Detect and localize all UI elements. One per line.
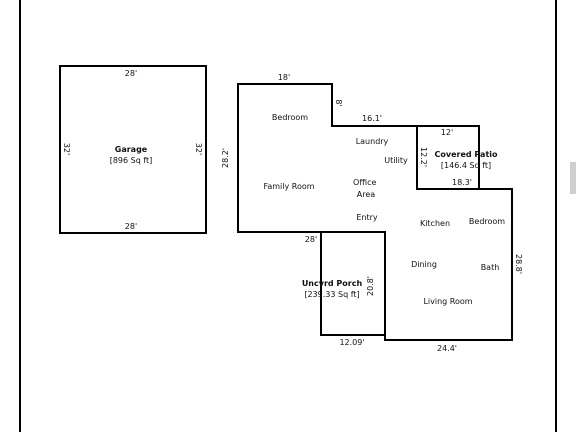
room-bedroom-1: Bedroom	[272, 113, 308, 122]
uncvrd-porch-area: [239.33 Sq ft]	[304, 290, 359, 299]
garage-dim-right: 32'	[194, 143, 203, 155]
uncvrd-porch-label: Uncvrd Porch	[302, 279, 363, 288]
house-dim-below-entry: 28'	[305, 235, 317, 244]
covered-patio-dim-bottom: 18.3'	[452, 178, 472, 187]
garage-area: [896 Sq ft]	[110, 156, 153, 165]
room-bath: Bath	[481, 263, 500, 272]
room-family-room: Family Room	[263, 182, 314, 191]
room-living-room: Living Room	[423, 297, 472, 306]
room-office-area: Office Area	[353, 178, 379, 199]
room-kitchen: Kitchen	[420, 219, 450, 228]
covered-patio-dim-left: 12.2'	[419, 147, 428, 167]
room-laundry: Laundry	[356, 137, 389, 146]
uncvrd-porch-dim-right: 20.8'	[366, 276, 375, 296]
house-dim-step: 8'	[334, 99, 343, 106]
covered-patio-dim-top: 12'	[441, 128, 453, 137]
room-bedroom-2: Bedroom	[469, 217, 505, 226]
room-office-line2: Area	[357, 190, 376, 199]
room-utility: Utility	[384, 156, 408, 165]
covered-patio-area: [146.4 Sq ft]	[441, 161, 491, 170]
garage-dim-left: 32'	[62, 143, 71, 155]
house-dim-top-left: 18'	[278, 73, 290, 82]
room-dining: Dining	[411, 260, 437, 269]
garage-outline	[59, 65, 207, 234]
garage-label: Garage	[115, 145, 148, 154]
house-dim-step-top: 16.1'	[362, 114, 382, 123]
covered-patio-label: Covered Patio	[435, 150, 499, 159]
house-dim-right: 28.8'	[514, 254, 523, 274]
uncvrd-porch-dim-bottom: 12.09'	[339, 338, 364, 347]
house-dim-bottom: 24.4'	[437, 344, 457, 353]
house-dim-left: 28.2'	[221, 148, 230, 168]
covered-patio-outline	[416, 125, 480, 190]
room-office-line1: Office	[353, 178, 376, 187]
garage-dim-bottom: 28'	[125, 222, 137, 231]
uncvrd-porch-outline	[320, 231, 386, 336]
scrollbar-thumb[interactable]	[570, 162, 576, 194]
garage-dim-top: 28'	[125, 69, 137, 78]
room-entry: Entry	[356, 213, 378, 222]
